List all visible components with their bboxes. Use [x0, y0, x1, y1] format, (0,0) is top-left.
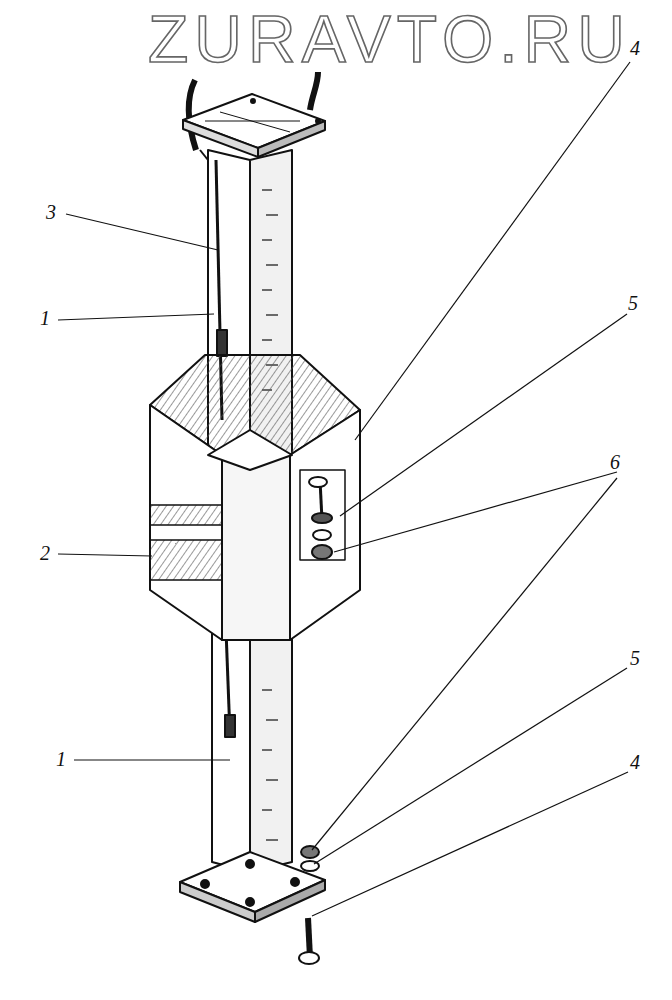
callout-number: 1 [56, 749, 66, 769]
callout-number: 5 [628, 293, 638, 313]
callout-number: 3 [46, 202, 56, 222]
callout-number: 6 [610, 452, 620, 472]
callout-number: 5 [630, 648, 640, 668]
callout-number: 2 [40, 543, 50, 563]
watermark: ZURAVTO.RU [148, 6, 631, 72]
callout-number: 1 [40, 308, 50, 328]
callout-number: 4 [630, 38, 640, 58]
callout-number: 4 [630, 752, 640, 772]
